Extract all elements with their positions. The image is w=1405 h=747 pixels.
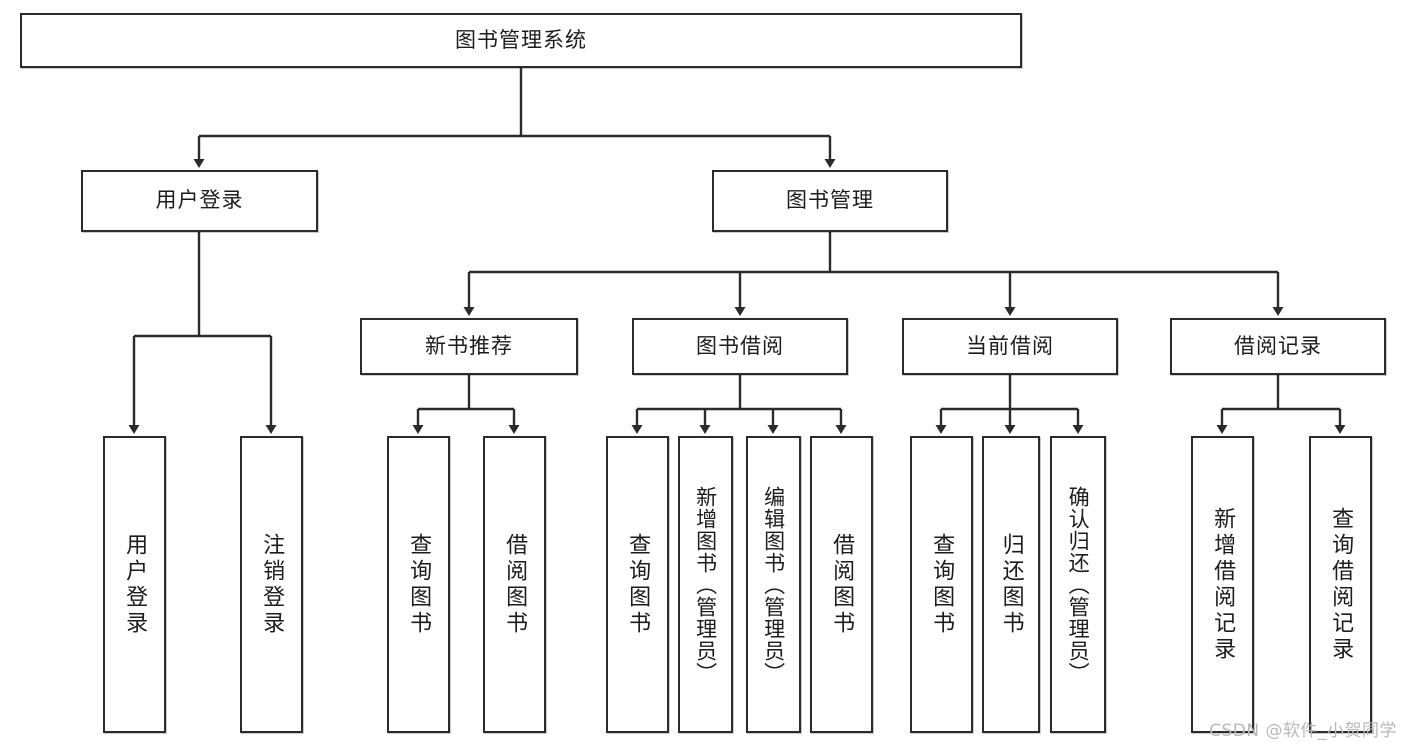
watermark-text: CSDN @软件_小贺同学	[1209, 721, 1397, 741]
node-book-management[interactable]: 图书管理	[712, 170, 948, 232]
leaf-current-query-book[interactable]: 查询图书	[910, 436, 973, 733]
leaf-current-return-book[interactable]: 归还图书	[982, 436, 1040, 733]
node-root-system[interactable]: 图书管理系统	[20, 13, 1022, 68]
node-label: 图书管理系统	[455, 27, 587, 52]
node-label: 归还图书	[998, 532, 1024, 637]
node-label: 借阅图书	[829, 532, 855, 637]
node-label: 图书管理	[786, 188, 874, 213]
node-label: 借阅记录	[1234, 333, 1322, 358]
leaf-record-query-record[interactable]: 查询借阅记录	[1309, 436, 1372, 733]
node-label: 用户登录	[155, 188, 244, 213]
node-label: 确认归还（管理员）	[1066, 485, 1091, 684]
leaf-recommend-query-book[interactable]: 查询图书	[387, 436, 450, 733]
leaf-borrow-add-book-admin[interactable]: 新增图书（管理员）	[678, 436, 733, 733]
node-label: 新增借阅记录	[1210, 506, 1236, 663]
leaf-record-add-record[interactable]: 新增借阅记录	[1191, 436, 1254, 733]
node-label: 新增图书（管理员）	[693, 485, 718, 684]
node-current-borrow[interactable]: 当前借阅	[902, 318, 1118, 375]
node-label: 编辑图书（管理员）	[761, 485, 786, 684]
leaf-borrow-borrow-book[interactable]: 借阅图书	[810, 436, 873, 733]
node-label: 图书借阅	[696, 333, 784, 358]
node-borrow-record[interactable]: 借阅记录	[1170, 318, 1386, 375]
node-book-borrow[interactable]: 图书借阅	[632, 318, 848, 375]
node-user-login[interactable]: 用户登录	[81, 170, 318, 232]
leaf-borrow-edit-book-admin[interactable]: 编辑图书（管理员）	[746, 436, 801, 733]
node-label: 查询图书	[929, 532, 955, 637]
node-new-book-recommend[interactable]: 新书推荐	[360, 318, 578, 375]
leaf-recommend-borrow-book[interactable]: 借阅图书	[483, 436, 546, 733]
leaf-borrow-query-book[interactable]: 查询图书	[606, 436, 669, 733]
node-label: 用户登录	[122, 532, 148, 637]
leaf-user-login-signin[interactable]: 用户登录	[103, 436, 166, 733]
node-label: 查询图书	[625, 532, 651, 637]
leaf-user-login-logout[interactable]: 注销登录	[240, 436, 303, 733]
node-label: 查询借阅记录	[1328, 506, 1354, 663]
node-label: 查询图书	[406, 532, 432, 637]
leaf-current-confirm-return-admin[interactable]: 确认归还（管理员）	[1050, 436, 1106, 733]
node-label: 注销登录	[259, 532, 285, 637]
node-label: 借阅图书	[502, 532, 528, 637]
node-label: 当前借阅	[966, 333, 1054, 358]
node-label: 新书推荐	[425, 333, 513, 358]
